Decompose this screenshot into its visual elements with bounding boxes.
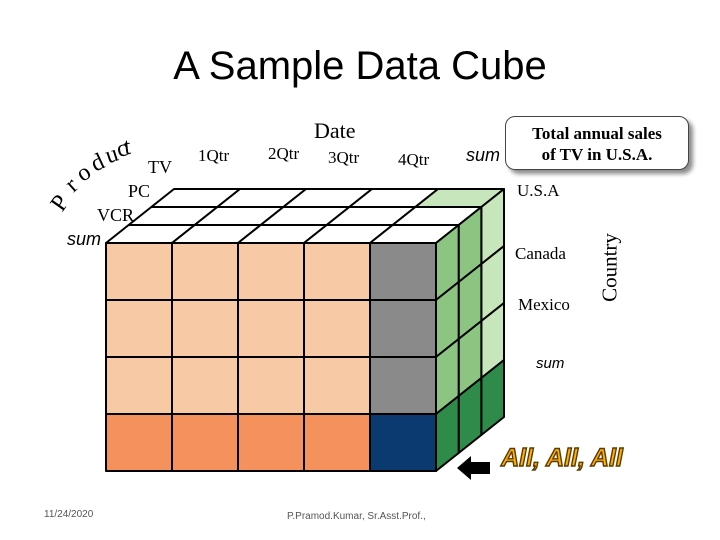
- cube-front-cell: [369, 242, 437, 301]
- date-sum-label: sum: [466, 145, 501, 165]
- cube-front-cell: [105, 299, 173, 358]
- cube-front-cell: [237, 413, 305, 472]
- callout-line-1: Total annual sales: [532, 124, 662, 143]
- quarter-label: 2Qtr: [268, 144, 300, 163]
- callout-line-2: of TV in U.S.A.: [541, 145, 653, 164]
- country-axis-label: Country: [597, 233, 622, 302]
- cube-front-cell: [369, 356, 437, 415]
- country-canada-label: Canada: [515, 244, 566, 263]
- cube-front-cell: [303, 356, 371, 415]
- country-usa-label: U.S.A: [517, 181, 560, 200]
- footer-date: 11/24/2020: [44, 509, 94, 520]
- product-sum-label: sum: [67, 229, 102, 249]
- slide-title: A Sample Data Cube: [173, 44, 547, 88]
- cube-front-cell: [369, 413, 437, 472]
- cube-front-cell: [303, 299, 371, 358]
- cube-front-cell: [171, 242, 239, 301]
- cube-front-cell: [369, 299, 437, 358]
- cube-front-cell: [171, 299, 239, 358]
- product-pc-label: PC: [128, 181, 151, 201]
- cube-front-cell: [105, 242, 173, 301]
- cube-front-cell: [105, 356, 173, 415]
- product-tv-label: TV: [148, 157, 172, 177]
- cube-front-cell: [171, 356, 239, 415]
- country-sum-label: sum: [536, 355, 565, 372]
- footer-author: P.Pramod.Kumar, Sr.Asst.Prof.,: [287, 511, 426, 522]
- quarter-label: 1Qtr: [198, 146, 230, 165]
- all-all-all-label: All, All, All: [500, 443, 623, 472]
- cube-front-cell: [237, 242, 305, 301]
- cube-front-cell: [303, 242, 371, 301]
- quarter-label: 3Qtr: [328, 148, 360, 167]
- cube-front-cell: [105, 413, 173, 472]
- cube-front-cell: [303, 413, 371, 472]
- cube-front-cell: [237, 356, 305, 415]
- country-mexico-label: Mexico: [518, 295, 570, 314]
- cube-front-cell: [171, 413, 239, 472]
- annual-sales-callout: Total annual sales of TV in U.S.A.: [505, 116, 689, 170]
- arrow-left-icon: [457, 456, 490, 480]
- cube-front-cell: [237, 299, 305, 358]
- quarter-label: 4Qtr: [398, 150, 430, 169]
- date-axis-label: Date: [314, 118, 356, 143]
- product-vcr-label: VCR: [97, 205, 135, 225]
